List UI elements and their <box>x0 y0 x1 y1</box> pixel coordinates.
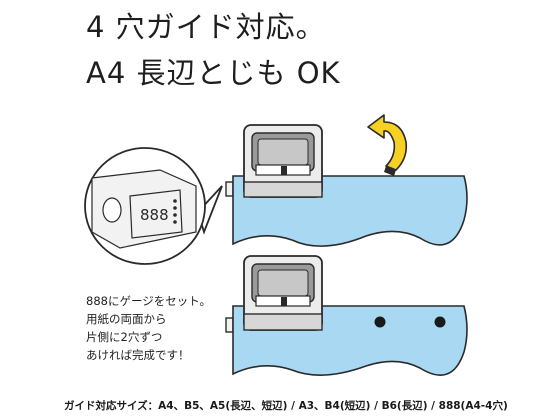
callout-gauge-detail <box>91 169 197 249</box>
arrow-shadow <box>384 166 396 176</box>
upper-scene <box>225 114 468 247</box>
side-stopper <box>225 181 234 197</box>
gauge-dots <box>173 199 177 224</box>
punched-hole-2 <box>434 316 446 328</box>
magnifier-callout: 888 <box>84 147 223 265</box>
side-stopper-lower <box>225 317 234 333</box>
punch-base-lower <box>243 313 323 331</box>
punch-base-upper <box>243 181 323 198</box>
gauge-label-888: 888 <box>140 206 169 224</box>
note-line-3: 片側に2穴ずつ <box>86 330 163 344</box>
note-line-4: あければ完成です！ <box>86 348 190 362</box>
instruction-note: 888にゲージをセット。 用紙の両面から 片側に2穴ずつ あければ完成です！ <box>86 292 211 364</box>
lower-scene <box>225 255 468 376</box>
note-line-2: 用紙の両面から <box>86 312 167 326</box>
punched-hole-1 <box>374 316 386 328</box>
supported-sizes-footer: ガイド対応サイズ：A4、B5、A5(長辺、短辺) / A3、B4(短辺) / B… <box>64 400 508 412</box>
headline-line-2: A4 長辺とじも OK <box>86 56 341 90</box>
punch-slot-upper <box>257 138 309 166</box>
headline-line-1: 4 穴ガイド対応。 <box>86 10 326 44</box>
punch-slot-lower <box>257 269 309 297</box>
note-line-1: 888にゲージをセット。 <box>86 294 211 308</box>
punch-pin-upper <box>281 166 287 175</box>
curved-flip-arrow-icon <box>367 114 408 171</box>
punch-pin-lower <box>281 297 287 306</box>
